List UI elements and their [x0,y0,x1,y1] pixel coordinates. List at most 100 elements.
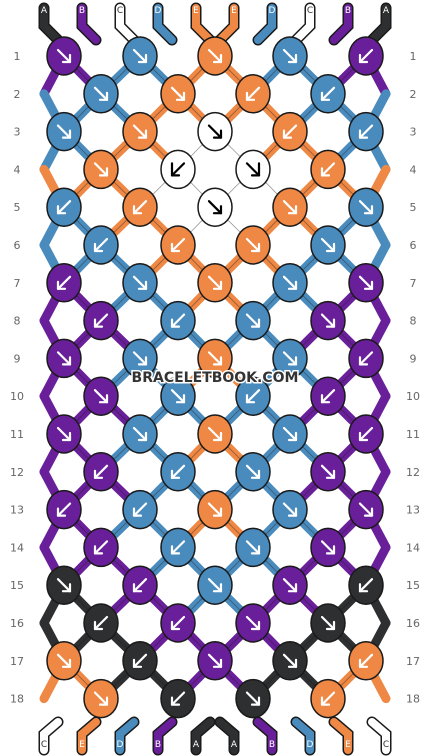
row-number-right: 9 [410,352,417,365]
knot-arrow-icon [358,653,374,668]
knot-arrow-icon [132,426,148,442]
knot-arrow-icon [245,237,261,253]
bottom-string-end [78,718,100,754]
bottom-string-letter: B [269,740,275,750]
watermark-text: BRACELETBOOK.COM [132,370,299,386]
row-number-left: 18 [10,693,24,706]
knot-arrow-icon [170,615,186,631]
knot-arrow-icon [93,162,109,177]
knot-grid [46,36,384,719]
top-string-end [116,4,138,44]
knot-arrow-icon [320,691,336,706]
top-string-end [78,4,100,44]
top-string-letter: E [231,6,237,16]
knot-arrow-icon [320,540,336,555]
bottom-string-end [368,718,390,754]
row-number-right: 2 [410,88,417,101]
top-string-letter: C [117,6,123,16]
knot-arrow-icon [245,86,261,101]
knot-arrow-icon [93,540,109,555]
knot-arrow-icon [282,502,298,517]
knot-arrow-icon [170,162,186,177]
knot-arrow-icon [132,578,148,593]
row-number-left: 6 [14,239,21,252]
top-string-letter: B [79,6,85,16]
bottom-string-end [192,718,214,754]
knot-arrow-icon [320,389,336,404]
row-number-right: 14 [406,541,420,554]
knot-arrow-icon [358,351,374,366]
row-number-left: 14 [10,541,24,554]
knot-arrow-icon [56,275,72,290]
knot-arrow-icon [56,124,72,139]
knot-arrow-icon [56,653,72,668]
knot-arrow-icon [93,313,109,328]
bottom-string-letter: C [383,740,389,750]
row-number-left: 3 [14,126,21,139]
knot-arrow-icon [170,86,186,101]
row-number-left: 15 [10,579,24,592]
knot-arrow-icon [170,691,186,706]
row-number-right: 12 [406,466,420,479]
row-number-right: 1 [410,50,417,63]
knot-arrow-icon [132,351,148,366]
knot-arrow-icon [245,162,261,177]
top-string-end [292,4,314,44]
knot-arrow-icon [245,540,261,555]
knot-arrow-icon [93,237,109,253]
row-number-left: 2 [14,88,21,101]
bottom-string-letter: A [193,740,200,750]
row-number-right: 5 [410,201,417,214]
bottom-string-letter: B [155,740,161,750]
knot-arrow-icon [245,389,261,404]
row-number-left: 9 [14,352,21,365]
knot-arrow-icon [93,691,109,706]
row-number-right: 3 [410,126,417,139]
top-string-letter: D [155,6,162,16]
row-number-right: 7 [410,277,417,290]
row-number-right: 11 [406,428,420,441]
bottom-string-letter: A [231,740,238,750]
bottom-string-end [154,718,176,754]
row-number-right: 17 [406,655,420,668]
knot-arrow-icon [170,313,186,328]
knot-arrow-icon [207,200,223,215]
knot-arrow-icon [320,237,336,253]
bottom-string-letter: E [79,740,85,750]
top-string-letter: A [383,6,390,16]
top-string-letter: A [41,6,48,16]
row-number-right: 15 [406,579,420,592]
knot-arrow-icon [282,200,298,215]
knot-arrow-icon [93,615,109,631]
row-number-left: 5 [14,201,21,214]
knot-arrow-icon [207,124,223,139]
knot-arrow-icon [282,351,298,366]
knot-arrow-icon [132,502,148,517]
bottom-string-end [40,718,62,754]
knot-arrow-icon [282,426,298,442]
row-number-left: 10 [10,390,24,403]
knot-arrow-icon [170,540,186,555]
row-number-left: 8 [14,315,21,328]
knot-arrow-icon [56,502,72,517]
top-string-end [368,4,390,44]
knot-arrow-icon [56,48,72,64]
knot-arrow-icon [358,275,374,290]
row-number-right: 16 [406,617,420,630]
knot-arrow-icon [207,275,223,290]
knot-arrow-icon [170,464,186,479]
knot-arrow-icon [358,200,374,215]
row-number-right: 4 [410,163,417,176]
string-ends [38,2,392,756]
knot-arrow-icon [320,464,336,479]
row-number-left: 7 [14,277,21,290]
knot-arrow-icon [358,426,374,442]
row-number-right: 10 [406,390,420,403]
knot-arrow-icon [358,124,374,139]
knot-arrow-icon [132,200,148,215]
knot-arrow-icon [56,426,72,442]
bottom-string-letter: E [345,740,351,750]
knot-arrow-icon [207,351,223,366]
